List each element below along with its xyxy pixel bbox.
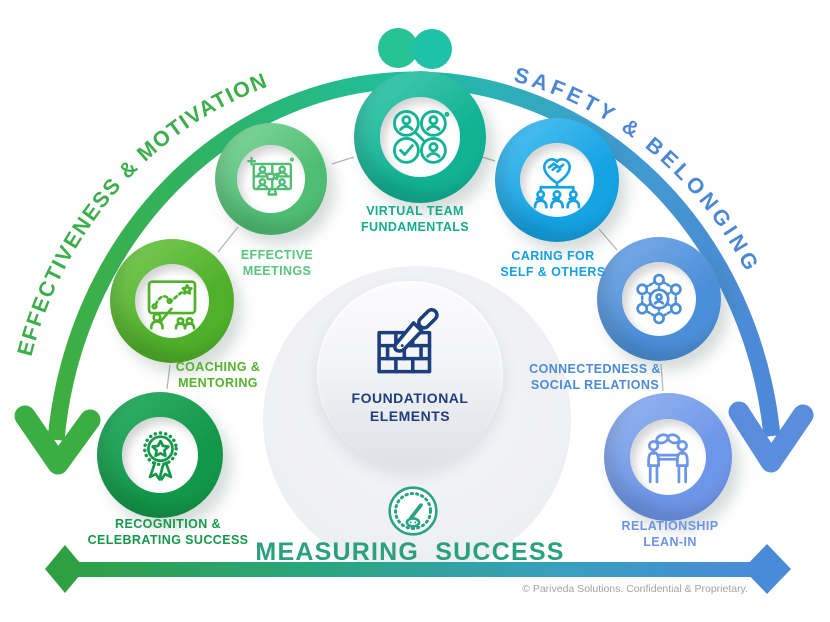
label-effective-meetings: EFFECTIVE MEETINGS — [240, 248, 314, 278]
label-caring-for-self-others: CARING FOR SELF & OTHERS — [500, 249, 606, 279]
down-arrow-left — [14, 405, 101, 475]
node-relationship-lean-in — [604, 393, 732, 521]
label-virtual-team-fundamentals: VIRTUAL TEAM FUNDAMENTALS — [360, 204, 470, 234]
foundational-elements-node: FOUNDATIONAL ELEMENTS — [317, 281, 503, 467]
node-caring-for-self-others — [495, 118, 619, 242]
arc-knot-left — [378, 28, 418, 68]
people-network-icon — [636, 273, 682, 325]
award-ribbon-icon — [142, 430, 178, 481]
label-coaching-mentoring: COACHING & MENTORING — [175, 360, 261, 390]
bar-diamond-left — [45, 545, 85, 593]
copyright-text: © Pariveda Solutions. Confidential & Pro… — [522, 583, 748, 595]
trowel-bricks-icon — [377, 307, 439, 374]
connector-lines — [166, 156, 664, 392]
strategy-board-icon — [147, 280, 197, 330]
node-recognition-celebrating-success — [97, 392, 223, 518]
node-effective-meetings — [215, 123, 327, 235]
label-relationship-lean-in: RELATIONSHIP LEAN-IN — [621, 519, 719, 549]
label-recognition-celebrating-success: RECOGNITION & CELEBRATING SUCCESS — [87, 517, 249, 547]
node-virtual-team-fundamentals — [354, 71, 486, 203]
partners-link-icon — [647, 433, 689, 484]
measuring-success-title: MEASURING SUCCESS — [255, 538, 565, 566]
label-connectedness-social-relations: CONNECTEDNESS & SOCIAL RELATIONS — [529, 362, 661, 392]
gauge-icon — [385, 483, 441, 539]
node-connectedness-social-relations — [597, 237, 721, 361]
heart-handshake-people-icon — [533, 157, 581, 209]
arc-knot-right — [412, 29, 452, 69]
measuring-bar — [45, 544, 791, 594]
foundational-elements-label: FOUNDATIONAL ELEMENTS — [351, 390, 469, 425]
down-arrow-right — [728, 401, 814, 473]
video-meeting-icon — [246, 156, 294, 196]
node-coaching-mentoring — [110, 239, 234, 363]
bar-diamond-right — [743, 544, 791, 594]
team-check-grid-icon — [393, 110, 450, 164]
